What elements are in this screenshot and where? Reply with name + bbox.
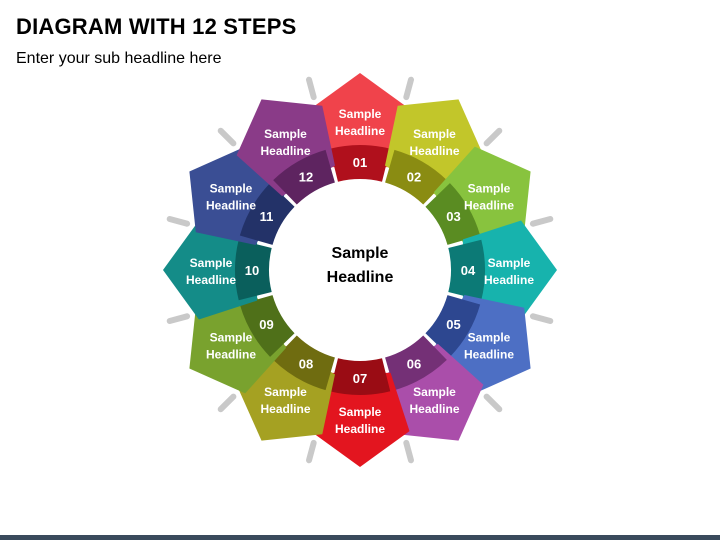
step-number-band: [235, 239, 272, 301]
step-number-band: [329, 145, 391, 182]
step-number-band: [425, 295, 481, 357]
step-label-line1: Sample: [264, 127, 307, 141]
step-label-line2: Headline: [206, 199, 256, 213]
step-label-line1: Sample: [264, 385, 307, 399]
connector-7: [306, 439, 317, 464]
step-number: 02: [407, 170, 421, 185]
step-number: 06: [407, 357, 421, 372]
step-label-line1: Sample: [190, 256, 233, 270]
connector-5: [483, 393, 503, 413]
step-shape: [310, 372, 410, 467]
connector-12: [306, 76, 317, 101]
step-label-line2: Headline: [260, 144, 310, 158]
steps-group: 01SampleHeadline02SampleHeadline03Sample…: [163, 73, 557, 467]
connector-2: [483, 127, 503, 147]
step-label-line2: Headline: [186, 273, 236, 287]
step-number: 10: [245, 263, 259, 278]
step-label-line2: Headline: [484, 273, 534, 287]
step-number: 11: [260, 209, 274, 224]
connector-6: [403, 439, 414, 464]
step-number-band: [385, 335, 447, 391]
connector-8: [217, 393, 237, 413]
step-number-band: [425, 183, 481, 245]
step-number-band: [273, 149, 335, 205]
step-label-line2: Headline: [335, 124, 385, 138]
center-label-line2: Headline: [327, 269, 394, 286]
step-label-line1: Sample: [413, 127, 456, 141]
step-number-band: [329, 358, 391, 396]
step-label-line1: Sample: [210, 331, 253, 345]
step-number: 12: [299, 170, 313, 185]
step-label-line2: Headline: [335, 422, 385, 436]
connector-10: [166, 216, 191, 227]
step-number: 03: [446, 209, 460, 224]
connector-11: [217, 127, 237, 147]
connector-group: [166, 76, 554, 464]
step-shape: [163, 220, 258, 320]
step-label-line1: Sample: [210, 182, 253, 196]
step-label-line2: Headline: [260, 402, 310, 416]
center-label-line1: Sample: [332, 245, 389, 262]
step-number: 05: [446, 317, 460, 332]
page-subtitle: Enter your sub headline here: [16, 50, 222, 67]
step-shape: [462, 220, 557, 320]
bottom-accent-bar: [0, 535, 720, 540]
step-number: 07: [353, 371, 367, 386]
step-label-line1: Sample: [339, 405, 382, 419]
step-label-line2: Headline: [409, 402, 459, 416]
step-number-band: [239, 295, 295, 357]
step-label-line1: Sample: [413, 385, 456, 399]
step-label-line1: Sample: [468, 331, 511, 345]
step-label-line2: Headline: [206, 348, 256, 362]
step-label-line1: Sample: [488, 256, 531, 270]
step-number: 09: [259, 317, 273, 332]
page-title: DIAGRAM WITH 12 STEPS: [16, 14, 297, 39]
connector-3: [529, 216, 554, 227]
step-number: 04: [461, 263, 476, 278]
connector-9: [166, 313, 191, 324]
connector-4: [529, 313, 554, 324]
step-number: 01: [353, 155, 367, 170]
step-shape: [310, 73, 410, 168]
step-label-line2: Headline: [464, 348, 514, 362]
step-number-band: [273, 335, 335, 391]
step-label-line1: Sample: [468, 182, 511, 196]
step-label-line2: Headline: [409, 144, 459, 158]
connector-1: [403, 76, 414, 101]
step-number: 08: [299, 357, 313, 372]
step-number-band: [239, 183, 295, 245]
step-label-line2: Headline: [464, 199, 514, 213]
step-number-band: [385, 149, 447, 205]
step-number-band: [448, 239, 486, 301]
center-label: Sample Headline: [327, 245, 394, 286]
step-label-line1: Sample: [339, 107, 382, 121]
